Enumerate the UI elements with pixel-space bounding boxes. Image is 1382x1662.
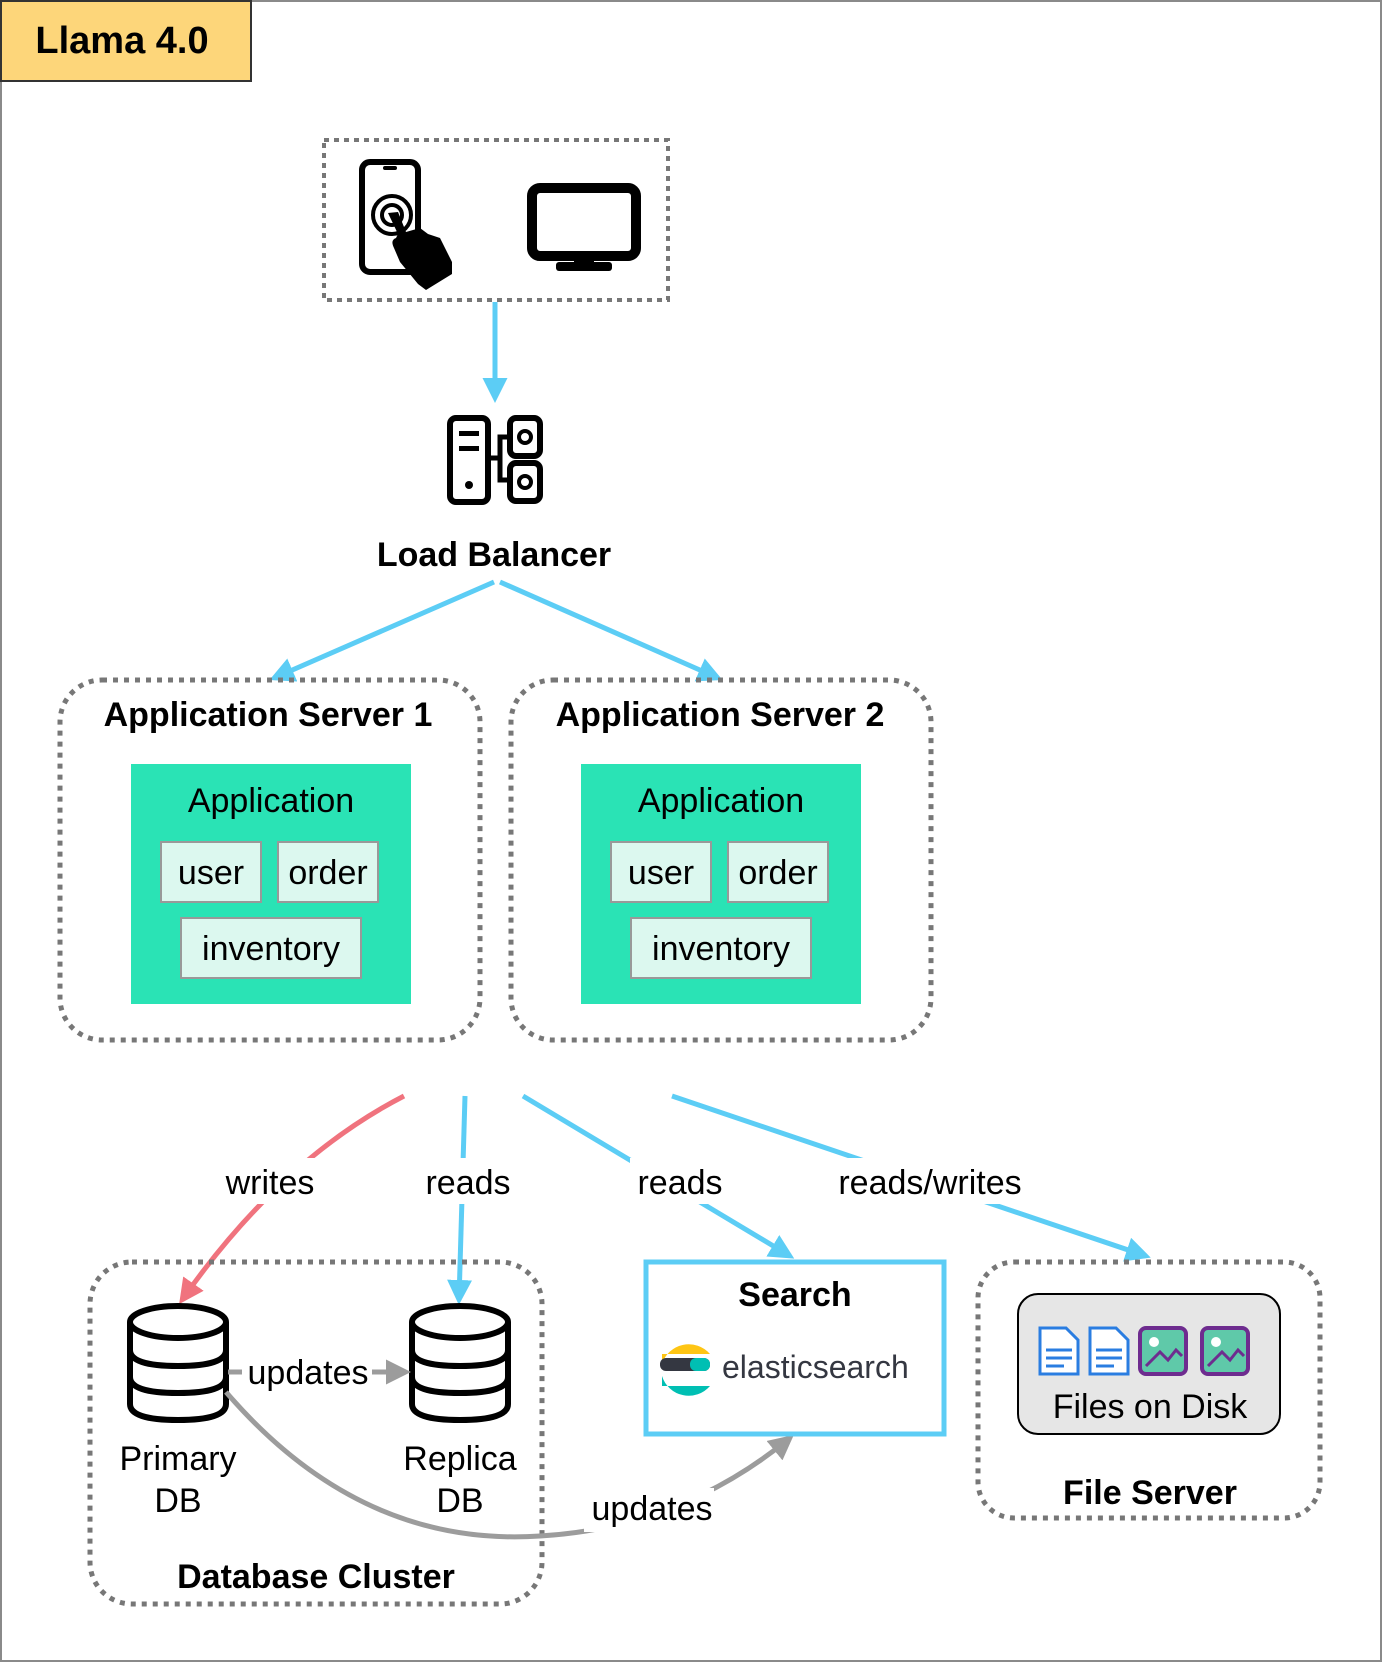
desktop-monitor-icon bbox=[527, 183, 641, 271]
version-badge-label: Llama 4.0 bbox=[35, 20, 208, 62]
server-1-module-order-label: order bbox=[288, 854, 367, 892]
elasticsearch-wordmark: elasticsearch bbox=[722, 1349, 909, 1385]
replica-db-label-line1: Replica bbox=[403, 1440, 516, 1478]
server-1-title: Application Server 1 bbox=[104, 696, 433, 734]
file-server-title: File Server bbox=[1063, 1474, 1237, 1512]
edge-label-reads-writes: reads/writes bbox=[838, 1164, 1021, 1202]
smartphone-touch-icon bbox=[359, 159, 452, 290]
version-badge: Llama 4.0 bbox=[0, 0, 252, 82]
server-1-module-user-label: user bbox=[178, 854, 244, 892]
server-1-application-label: Application bbox=[188, 782, 354, 820]
server-2-application-label: Application bbox=[638, 782, 804, 820]
server-2-module-inventory bbox=[630, 917, 812, 979]
primary-db-icon bbox=[127, 1303, 229, 1424]
replica-db-label-line2: DB bbox=[436, 1482, 483, 1520]
application-server-1: Application Server 1 Application user or… bbox=[57, 677, 483, 1043]
server-1-module-inventory bbox=[180, 917, 362, 979]
search-title: Search bbox=[738, 1276, 851, 1314]
image-file-icon bbox=[1138, 1326, 1188, 1376]
document-icon bbox=[1038, 1326, 1080, 1376]
server-2-title: Application Server 2 bbox=[556, 696, 885, 734]
replica-db-icon bbox=[409, 1303, 511, 1424]
server-2-module-inventory-label: inventory bbox=[652, 930, 790, 968]
load-balancer-icon bbox=[447, 415, 543, 505]
database-cluster-title: Database Cluster bbox=[177, 1558, 455, 1596]
server-2-module-order bbox=[727, 841, 829, 903]
server-1-module-user bbox=[160, 841, 262, 903]
load-balancer-label: Load Balancer bbox=[377, 536, 611, 574]
server-2-module-user bbox=[610, 841, 712, 903]
edge-label-reads-db: reads bbox=[425, 1164, 510, 1202]
database-cluster: Database Cluster Primary DB Replica DB u… bbox=[87, 1259, 545, 1607]
edge-label-writes: writes bbox=[225, 1164, 315, 1202]
server-2-module-order-label: order bbox=[738, 854, 817, 892]
arrow-lb-to-server2 bbox=[498, 579, 723, 682]
search-service: Search elasticsearch bbox=[643, 1259, 947, 1437]
primary-db-label-line2: DB bbox=[154, 1482, 201, 1520]
server-1-module-inventory-label: inventory bbox=[202, 930, 340, 968]
server-2-module-user-label: user bbox=[628, 854, 694, 892]
elasticsearch-logo bbox=[660, 1344, 710, 1396]
arrow-lb-to-server1 bbox=[269, 579, 495, 682]
client-devices bbox=[322, 138, 670, 302]
application-server-2: Application Server 2 Application user or… bbox=[508, 677, 934, 1043]
files-on-disk-label: Files on Disk bbox=[1053, 1388, 1249, 1426]
edge-label-updates-search: updates bbox=[592, 1490, 713, 1528]
primary-db-label-line1: Primary bbox=[119, 1440, 236, 1478]
image-file-icon bbox=[1200, 1326, 1250, 1376]
file-server: Files on Disk File Server bbox=[975, 1259, 1323, 1521]
document-icon bbox=[1088, 1326, 1130, 1376]
server-1-module-order bbox=[277, 841, 379, 903]
edge-label-updates-replica: updates bbox=[248, 1354, 369, 1392]
edge-label-reads-search: reads bbox=[637, 1164, 722, 1202]
